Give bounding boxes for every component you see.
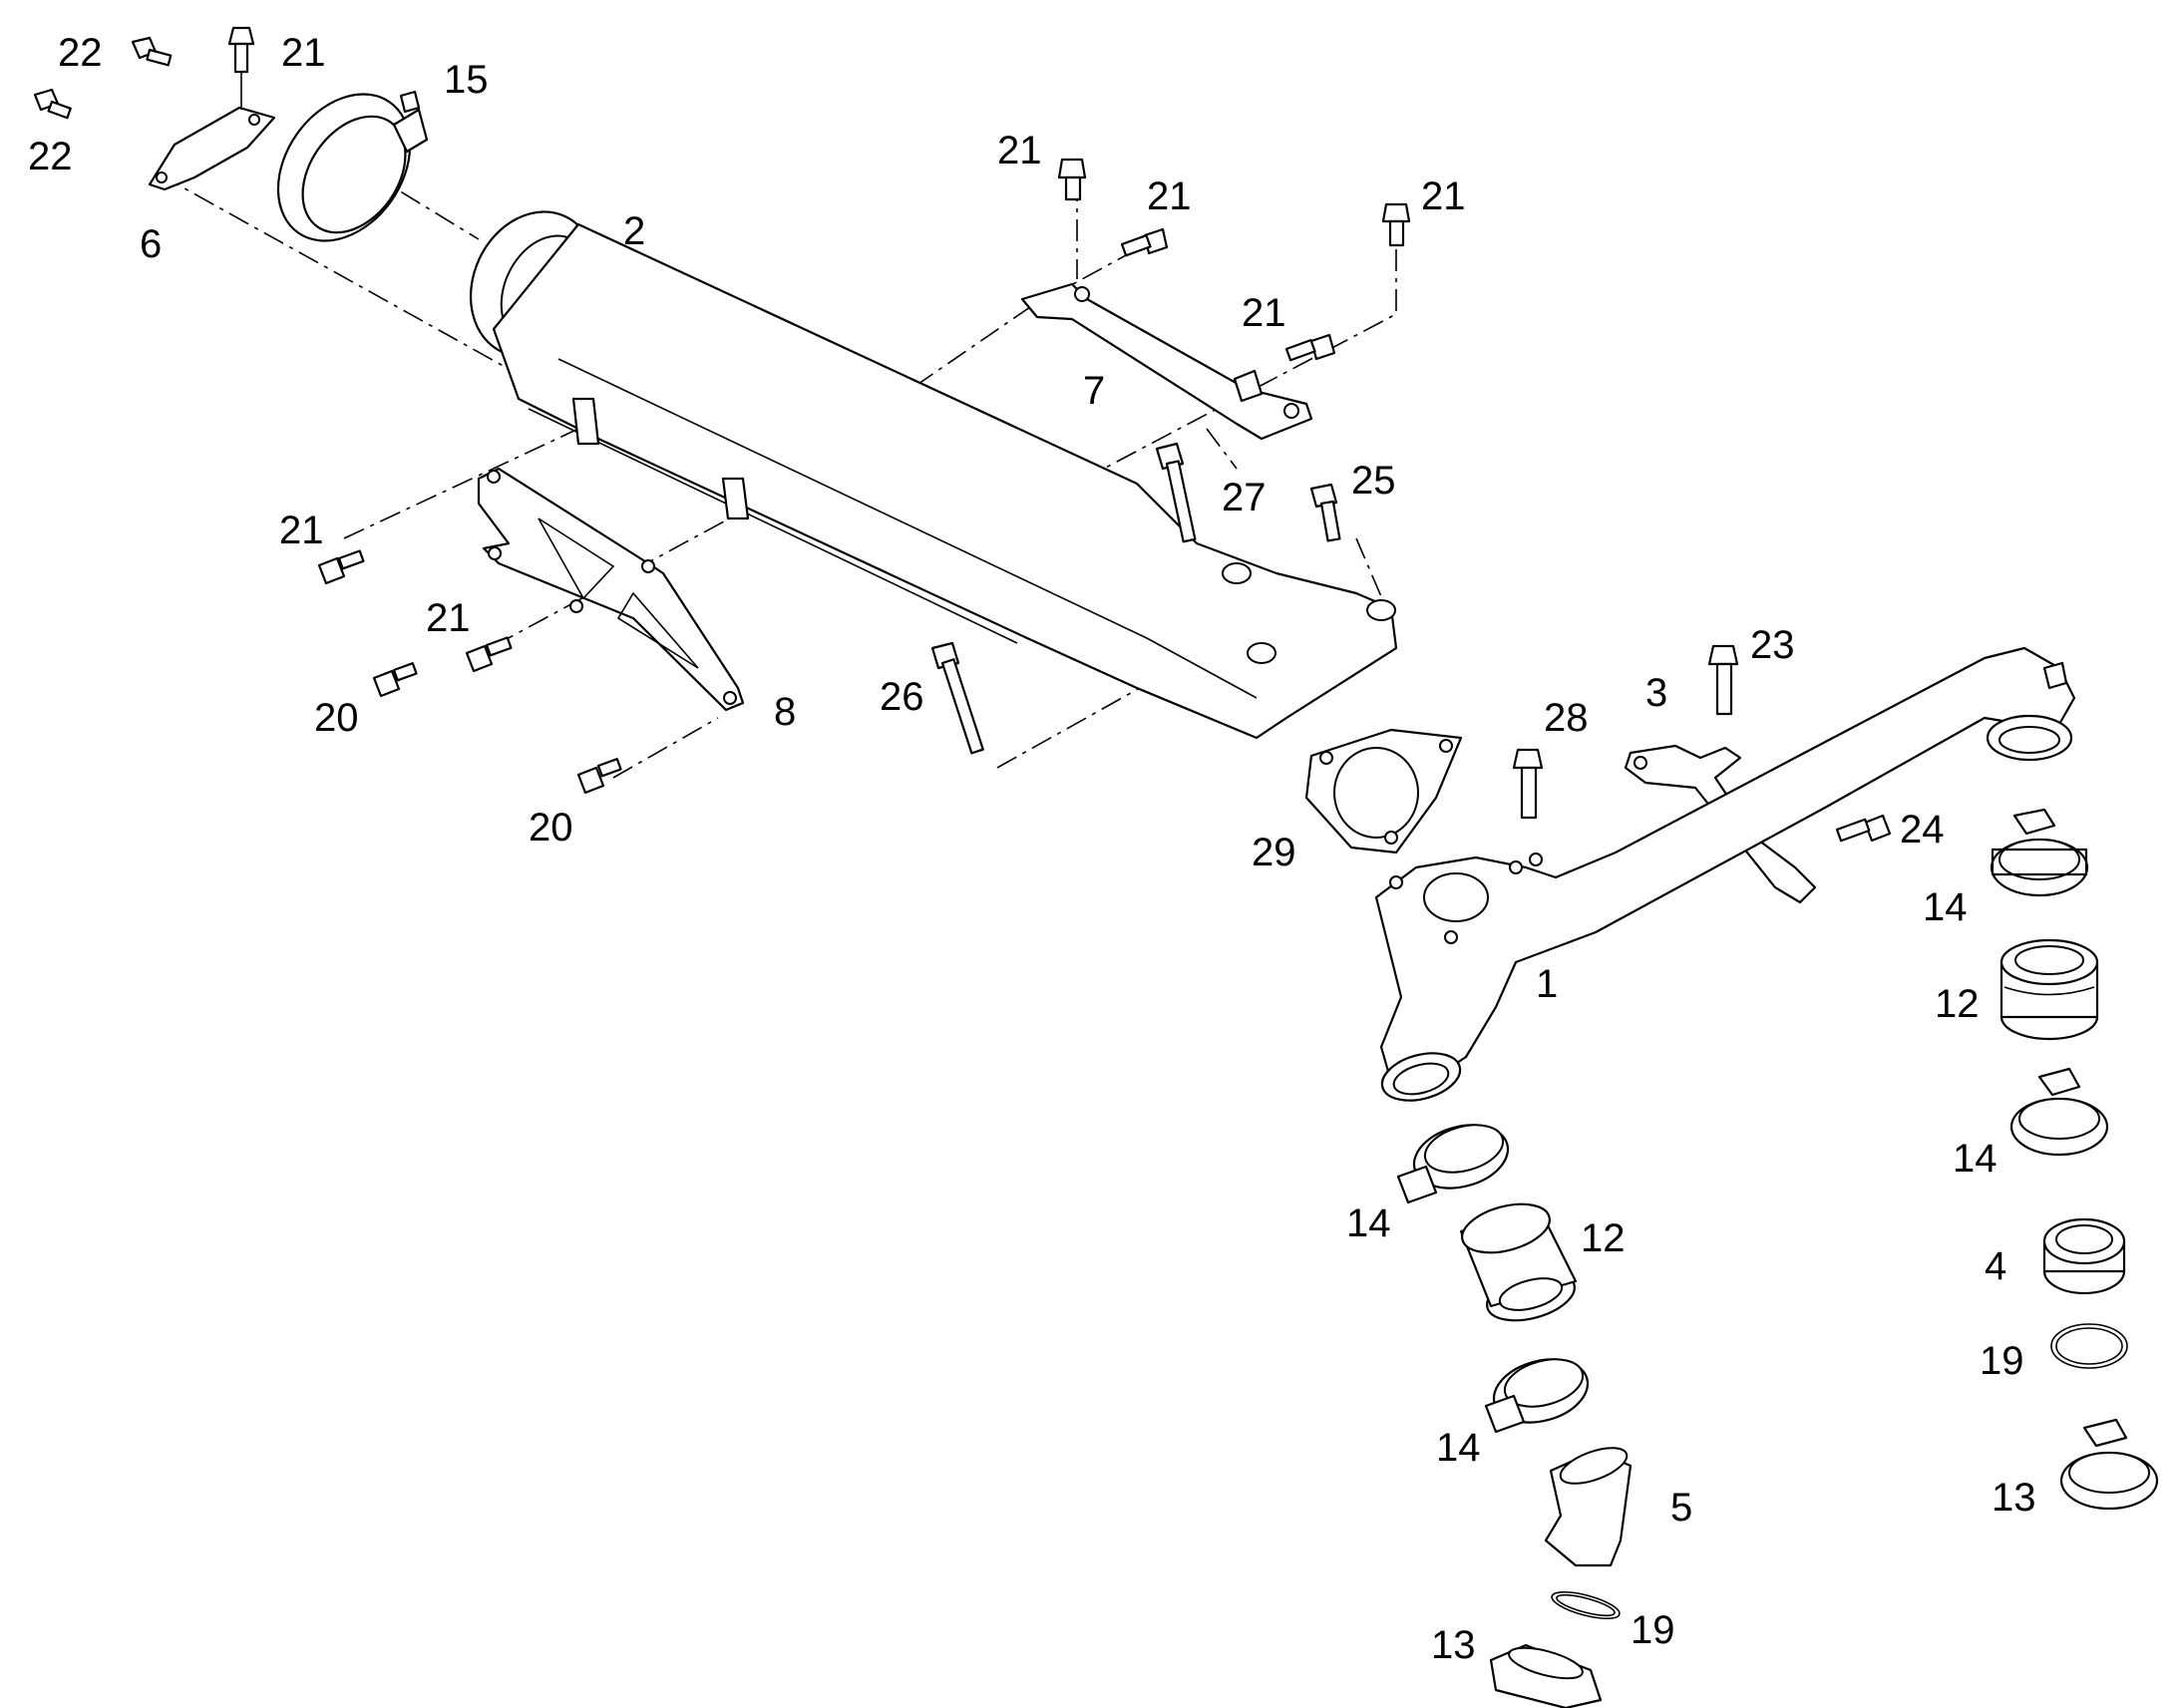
- callout-8: 8: [774, 690, 796, 734]
- callout-19-right: 19: [1980, 1339, 2024, 1383]
- callout-15: 15: [444, 58, 489, 102]
- callout-12-lower: 12: [1581, 1216, 1626, 1260]
- part-3-bracket: [1624, 744, 1817, 904]
- bolt-21-b: [1057, 158, 1087, 201]
- callout-14-lower-mid: 14: [1436, 1426, 1481, 1470]
- part-14-clamp-lower-top: [1396, 1124, 1510, 1204]
- part-15-clamp: [276, 90, 429, 242]
- callout-21-top-left: 21: [281, 31, 326, 75]
- callout-12-right: 12: [1935, 982, 1980, 1026]
- callout-7: 7: [1083, 369, 1105, 413]
- part-6-bracket: [148, 106, 276, 191]
- callout-4: 4: [1985, 1244, 2006, 1288]
- callout-22-left: 22: [28, 135, 73, 178]
- bolt-24: [1835, 814, 1892, 843]
- callout-21-left-b: 21: [426, 596, 471, 640]
- callout-21-mid-b: 21: [1147, 174, 1192, 218]
- part-13-clamp-right: [2059, 1418, 2159, 1511]
- callout-14-right-mid: 14: [1953, 1137, 1998, 1181]
- leader-lines: [159, 129, 1397, 779]
- bolt-20-a: [372, 662, 418, 698]
- callout-26: 26: [880, 675, 924, 719]
- bolt-28: [1512, 748, 1544, 820]
- bolt-27: [1155, 442, 1197, 543]
- part-29-gasket: [1304, 728, 1463, 854]
- callout-27: 27: [1222, 476, 1267, 519]
- callout-20-bottom: 20: [529, 806, 573, 850]
- callout-25: 25: [1351, 459, 1396, 503]
- callout-21-mid-a: 21: [997, 129, 1042, 172]
- part-7-strap: [1020, 282, 1313, 441]
- callout-14-right-top: 14: [1923, 885, 1968, 929]
- bolt-21-d: [1381, 202, 1411, 247]
- part-14-clamp-right-mid: [2009, 1067, 2109, 1157]
- callout-19-lower: 19: [1631, 1608, 1675, 1652]
- part-2-pipe: [469, 210, 1398, 740]
- callout-13-right: 13: [1992, 1476, 2036, 1520]
- callout-labels: 22 21 15 22 6 2 21 21 21 21 7 27 25 21 2…: [28, 31, 2036, 1667]
- bolt-25: [1309, 483, 1341, 542]
- bolt-21-a: [227, 26, 255, 110]
- callout-3: 3: [1645, 671, 1667, 715]
- part-8-plate: [477, 467, 745, 712]
- callout-29: 29: [1252, 831, 1296, 874]
- part-19-ring-lower: [1551, 1590, 1621, 1620]
- callout-13-lower: 13: [1431, 1623, 1476, 1667]
- bolt-22-b: [33, 88, 72, 120]
- callout-21-left-a: 21: [279, 509, 324, 552]
- callout-14-lower-top: 14: [1346, 1201, 1391, 1245]
- bolt-21-f: [317, 549, 365, 585]
- callout-22-top: 22: [58, 31, 103, 75]
- callout-21-mid-d: 21: [1242, 291, 1286, 335]
- callout-2: 2: [623, 209, 645, 253]
- part-4-adapter: [2042, 1217, 2126, 1295]
- callout-6: 6: [140, 222, 162, 266]
- callout-21-mid-c: 21: [1421, 174, 1466, 218]
- part-13-clamp-lower: [1489, 1643, 1603, 1708]
- bolt-22-a: [131, 36, 173, 67]
- callout-24: 24: [1900, 808, 1945, 852]
- part-12-hose-right: [1999, 938, 2099, 1041]
- callout-1: 1: [1536, 962, 1558, 1006]
- part-14-clamp-lower-mid: [1484, 1358, 1590, 1434]
- part-1-pipe: [1374, 646, 2076, 1102]
- bolt-23: [1707, 644, 1739, 716]
- callout-23: 23: [1750, 623, 1795, 667]
- part-5-elbow: [1544, 1447, 1633, 1567]
- bolt-26: [930, 641, 984, 755]
- bolt-21-c: [1120, 227, 1169, 257]
- bolt-20-b: [576, 758, 622, 795]
- part-14-clamp-right-top: [1990, 808, 2089, 897]
- part-12-hose-lower: [1459, 1202, 1578, 1322]
- callout-5: 5: [1670, 1486, 1692, 1530]
- part-19-ring-right: [2050, 1323, 2128, 1369]
- callout-28: 28: [1544, 696, 1589, 740]
- callout-20-left: 20: [314, 696, 359, 740]
- bolt-21-e: [1284, 333, 1336, 362]
- bolt-21-g: [465, 636, 513, 673]
